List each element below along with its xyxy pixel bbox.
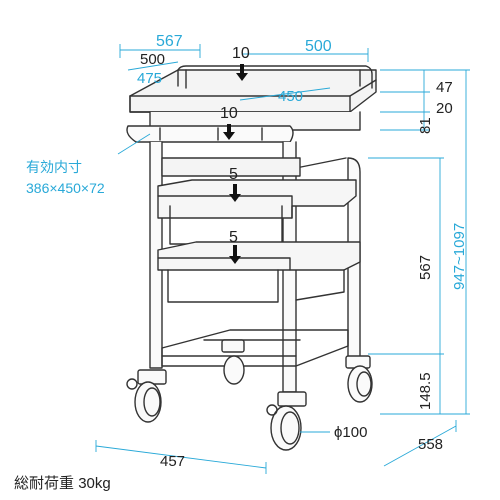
dim-line-right-top xyxy=(380,69,430,131)
dim-rail-height: 47 xyxy=(436,79,453,96)
arrow-middle xyxy=(223,124,235,140)
inner-dimension-label: 有効内寸 xyxy=(26,159,82,175)
arrow-drawer-lower xyxy=(229,245,241,264)
dim-line-558 xyxy=(383,420,457,467)
dim-total-height: 947~1097 xyxy=(451,222,468,290)
handle-bar xyxy=(126,125,294,143)
capacity-title: 総耐荷重 xyxy=(14,475,75,492)
dim-top-width: 567 xyxy=(156,33,183,50)
load-drawer-upper: 5 xyxy=(229,166,238,183)
arrow-top xyxy=(236,64,248,81)
dim-caster-height: 148.5 xyxy=(417,372,434,410)
dim-line-457 xyxy=(95,440,267,474)
dim-tray-gap: 81 xyxy=(417,117,434,134)
load-arrows xyxy=(223,64,248,264)
dim-line-148 xyxy=(380,354,444,415)
caster-front-right xyxy=(266,391,307,451)
dim-base-width: 457 xyxy=(160,453,186,470)
top-tray-rail xyxy=(177,65,373,89)
dim-top-inner-depth: 450 xyxy=(278,88,304,105)
dim-tray-thickness: 20 xyxy=(436,100,453,117)
dim-leader-inner xyxy=(117,133,151,155)
load-top: 10 xyxy=(232,45,250,62)
base-frame xyxy=(161,329,349,367)
dim-line-450 xyxy=(239,87,331,101)
arrow-drawer-upper xyxy=(229,184,241,202)
dim-tray-width: 500 xyxy=(140,51,166,68)
dim-tray-inner: 475 xyxy=(137,70,163,87)
dim-caster-diameter: ϕ100 xyxy=(334,424,368,441)
dim-lower-height: 567 xyxy=(417,254,434,280)
lower-drawer xyxy=(157,241,361,271)
upper-drawer xyxy=(157,179,357,219)
upper-frame xyxy=(161,157,301,177)
dim-line-total xyxy=(420,69,470,415)
load-middle: 10 xyxy=(220,105,238,122)
dim-line-500-right xyxy=(242,48,369,62)
capacity-value: 30kg xyxy=(78,475,111,492)
load-drawer-lower: 5 xyxy=(229,229,238,246)
caster-back-left xyxy=(221,339,245,385)
caster-back-right xyxy=(345,355,373,403)
top-tray-surface xyxy=(129,69,377,113)
dim-line-567-lower xyxy=(368,157,444,355)
dim-base-depth: 558 xyxy=(418,436,444,453)
dim-line-475 xyxy=(127,61,179,71)
caster-front-left xyxy=(126,369,167,423)
capacity-label: 総耐荷重 30kg xyxy=(14,476,111,491)
inner-dimension-value: 386×450×72 xyxy=(26,180,105,196)
dim-tray-depth: 500 xyxy=(305,38,332,55)
dim-line-567 xyxy=(119,44,201,58)
